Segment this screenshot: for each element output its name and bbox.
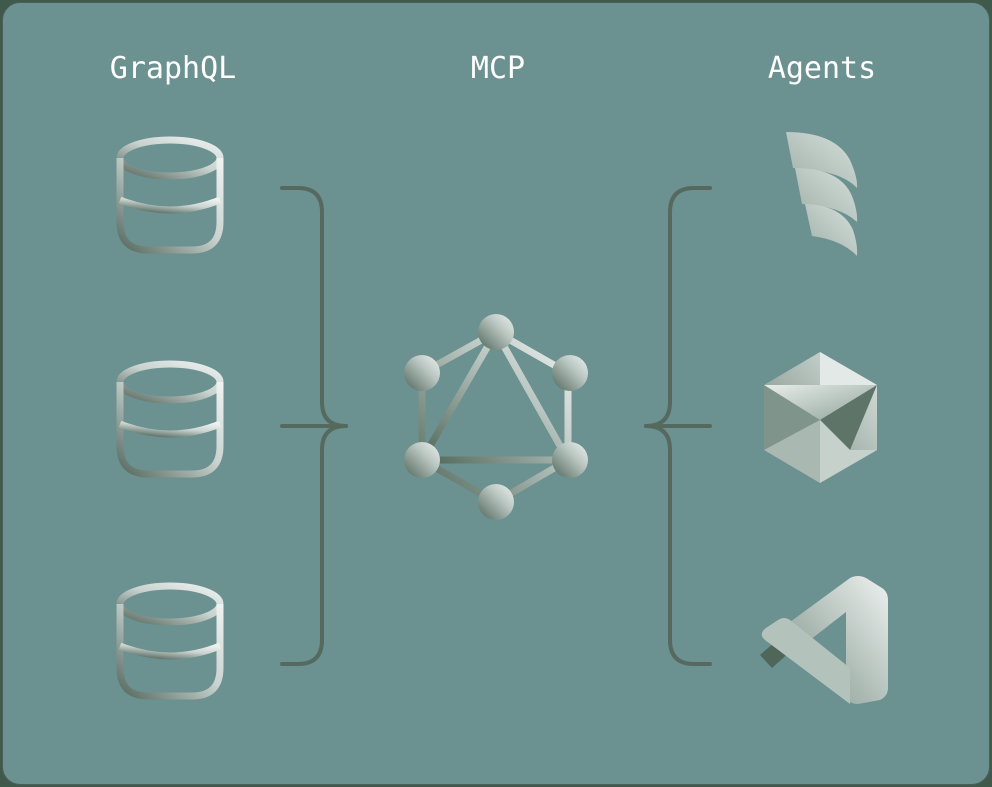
database-icon	[116, 136, 224, 254]
left-bracket	[280, 186, 348, 666]
column-title-mcp: MCP	[470, 51, 526, 86]
right-bracket	[644, 186, 712, 666]
column-title-agents: Agents	[767, 51, 877, 86]
database-icon	[116, 582, 224, 700]
cursor-logo-icon	[764, 352, 877, 483]
graphql-logo-icon	[404, 314, 588, 520]
column-title-graphql: GraphQL	[109, 51, 237, 86]
vscode-logo-icon	[760, 576, 888, 704]
windsurf-logo-icon	[786, 132, 858, 256]
database-icon	[116, 360, 224, 478]
